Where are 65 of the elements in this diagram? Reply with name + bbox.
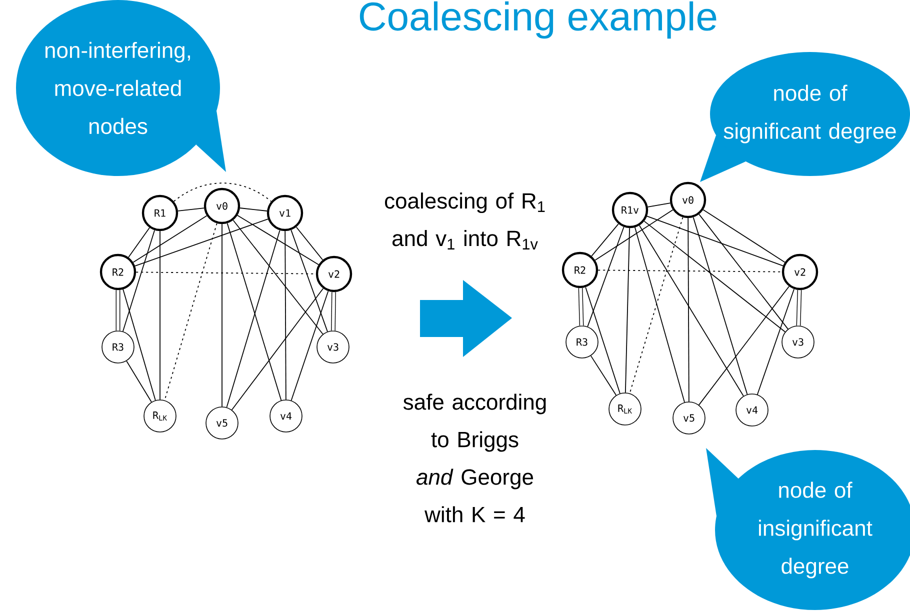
graph-node: R$_{LK}$ <box>608 392 642 426</box>
edge <box>634 226 685 403</box>
graph-node: v4 <box>736 394 768 426</box>
speech-bubble: non-interfering, move-related nodes <box>16 0 226 176</box>
edge <box>756 288 795 395</box>
edge <box>128 227 150 258</box>
speech-bubble: node of significant degree <box>700 52 910 182</box>
edge <box>590 355 617 396</box>
edge <box>587 226 624 328</box>
edge <box>629 216 684 394</box>
edge <box>638 225 744 396</box>
edge <box>240 208 268 212</box>
graph-node: R3 <box>566 326 598 358</box>
edge <box>122 230 156 332</box>
edge <box>284 230 286 400</box>
graph-node: v0 <box>670 182 706 218</box>
edge <box>698 286 790 406</box>
title: Coalescing example <box>360 1 716 39</box>
edge <box>692 216 748 395</box>
edge <box>173 182 272 202</box>
edge <box>647 202 671 208</box>
graph-node: v2 <box>782 254 818 290</box>
edge <box>585 286 620 394</box>
edge <box>702 209 786 263</box>
graph-node: v1 <box>266 194 304 232</box>
graph-node: R$_{LK}$ <box>144 400 176 432</box>
edge <box>624 228 630 394</box>
edge <box>296 226 324 260</box>
speech-bubble: node of insignificant degree <box>706 448 910 610</box>
edge <box>122 288 156 401</box>
edge <box>598 270 782 272</box>
edge <box>796 290 802 326</box>
edge <box>231 288 324 410</box>
edge <box>331 292 336 331</box>
edge <box>646 216 784 266</box>
graph-node: v2 <box>316 256 352 292</box>
graph-node: v0 <box>204 188 240 224</box>
graph-node: R2 <box>562 252 598 288</box>
graph-node: v4 <box>270 400 302 432</box>
edge <box>232 220 324 335</box>
edge <box>594 209 674 261</box>
edge <box>591 223 619 257</box>
edge <box>132 215 208 263</box>
edge <box>134 218 268 266</box>
graph-node: v5 <box>206 406 238 440</box>
graph-node: v3 <box>782 326 814 358</box>
edge <box>698 214 788 330</box>
edge <box>644 220 786 332</box>
graph-node: R2 <box>100 254 136 290</box>
edge <box>178 208 204 212</box>
caption-text: safe according to Briggs and George with K = 4 <box>403 394 546 522</box>
graph-node: v3 <box>316 330 350 364</box>
edge <box>126 360 152 402</box>
caption-text: coalescing of R$_{1}$ and v$_{1}$ into R$_{1v}$ <box>384 192 545 250</box>
edge <box>164 222 218 401</box>
edge <box>116 290 120 331</box>
graph-node: R1 <box>142 194 178 232</box>
edge <box>290 230 328 332</box>
edge <box>688 218 690 402</box>
edge <box>578 288 584 326</box>
graph-node: R1v <box>612 192 648 228</box>
graph-node: R3 <box>102 330 134 364</box>
edge <box>237 214 319 266</box>
edge <box>290 290 329 401</box>
graph-node: v5 <box>672 402 706 434</box>
